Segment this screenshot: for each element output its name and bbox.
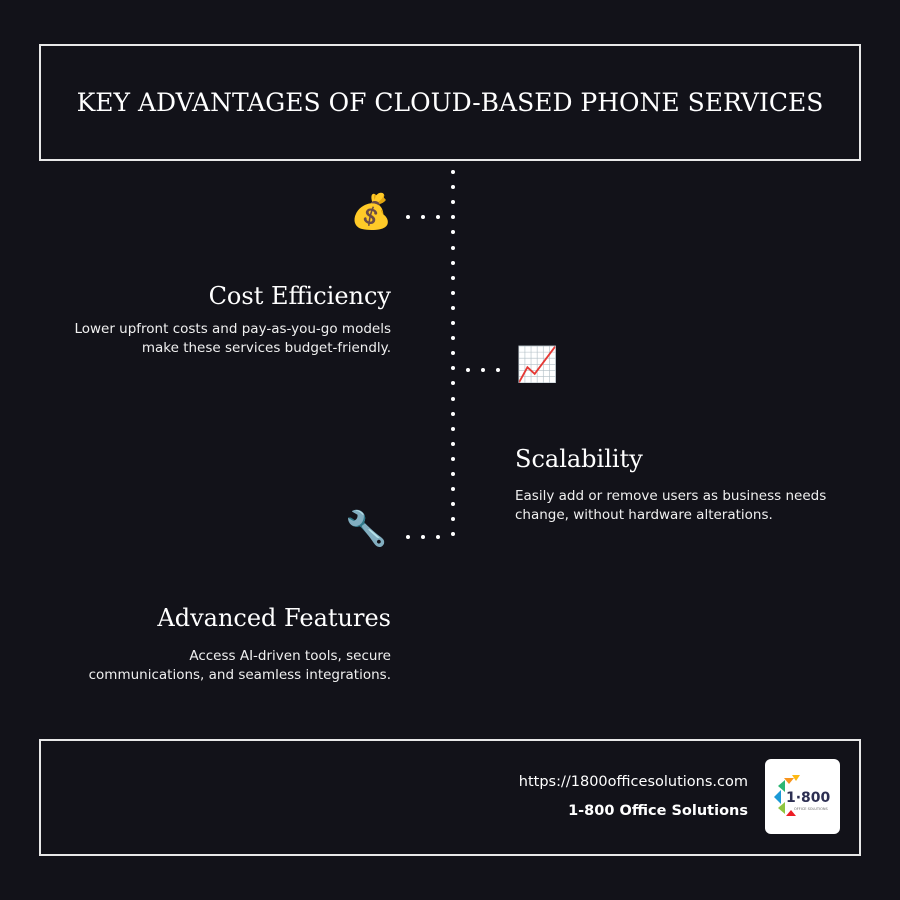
connector-dot [451,245,455,250]
description-line: communications, and seamless integration… [88,667,391,683]
description-line: Easily add or remove users as business n… [515,488,827,504]
company-name: 1-800 Office Solutions [568,803,748,819]
connector-dot [451,170,455,174]
description-line: Lower upfront costs and pay-as-you-go mo… [74,321,391,337]
connector-dot [436,215,440,219]
page-title: KEY ADVANTAGES OF CLOUD-BASED PHONE SERV… [76,88,824,117]
item-heading-scalability: Scalability [515,445,643,473]
connector-dot [451,290,455,295]
connector-dot [451,381,455,386]
wrench-icon: 🔧 [345,509,388,549]
connector-dot [451,532,455,537]
logo-subtext: OFFICE SOLUTIONS [794,807,828,811]
connector-dot [451,502,455,507]
connector-dot [496,368,500,372]
connector-dot [406,215,410,219]
connector-dot [451,336,455,341]
item-description-advanced-features: Access AI-driven tools, secure communica… [89,647,391,685]
connector-dot [451,185,455,190]
logo-icon: 1·800 OFFICE SOLUTIONS [773,774,831,816]
connector-dot [421,535,425,539]
item-heading-cost-efficiency: Cost Efficiency [208,282,391,310]
item-description-scalability: Easily add or remove users as business n… [515,487,826,525]
connector-dot [451,351,455,356]
item-description-cost-efficiency: Lower upfront costs and pay-as-you-go mo… [74,320,391,358]
connector-dot [451,200,455,205]
money-bag-icon: 💰 [350,192,393,232]
connector-dot [451,396,455,401]
connector-dot [481,368,485,372]
connector-dot [451,305,455,310]
connector-dot [451,260,455,265]
connector-dot [421,215,425,219]
connector-dot [451,517,455,522]
connector-dot [451,230,455,235]
item-heading-advanced-features: Advanced Features [157,604,391,632]
connector-dot [451,366,455,371]
connector-dot [451,487,455,492]
connector-dot [451,426,455,431]
title-box: KEY ADVANTAGES OF CLOUD-BASED PHONE SERV… [39,44,861,161]
website-link[interactable]: https://1800officesolutions.com [518,774,748,790]
connector-dot [436,535,440,539]
connector-dot [451,321,455,325]
connector-dot [451,441,455,446]
description-line: change, without hardware alterations. [515,507,773,523]
description-line: make these services budget-friendly. [141,340,391,356]
connector-dot [451,472,455,476]
company-logo: 1·800 OFFICE SOLUTIONS [765,759,840,834]
footer: https://1800officesolutions.com 1-800 Of… [39,739,861,856]
connector-dot [466,368,470,372]
connector-dot [451,215,455,220]
description-line: Access AI-driven tools, secure [189,648,391,664]
connector-dot [451,456,455,461]
logo-text: 1·800 [786,790,831,806]
chart-increasing-icon: 📈 [516,345,559,385]
connector-dot [406,535,410,539]
connector-dot [451,411,455,416]
connector-dot [451,275,455,280]
